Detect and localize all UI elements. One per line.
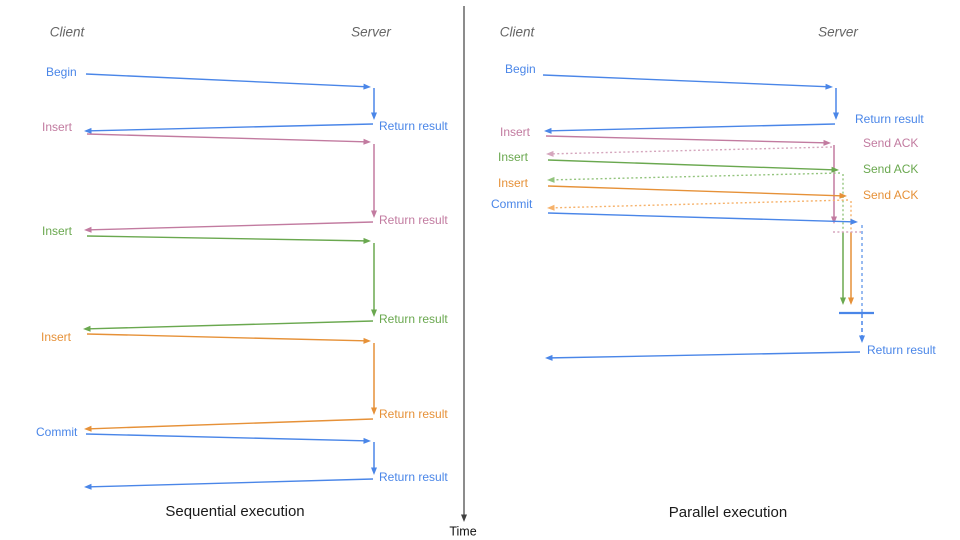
sequential-diagram--insert-3-exec-arrow [371,343,377,415]
parallel-diagram--insert-1-request-arrow [545,135,831,146]
parallel-diagram--server-header: Server [818,25,858,40]
parallel-diagram--return-result-2-label: Return result [867,343,936,357]
sequential-diagram--begin-reply-arrow [84,123,374,134]
sequential-diagram--begin-request-arrow [85,73,371,90]
parallel-diagram--commit-label: Commit [491,197,533,211]
sequential-diagram--insert-2-request-arrow [86,235,371,244]
parallel-diagram--insert-2-exec-arrow [840,232,846,305]
parallel-diagram--send-ack-1-label: Send ACK [863,136,918,150]
sequential-diagram--insert-3-label: Insert [41,330,72,344]
sequential-diagram--commit-label: Commit [36,425,78,439]
sequential-diagram--return-result-4-label: Return result [379,407,448,421]
sequential-diagram--commit-reply-arrow [84,478,374,490]
parallel-diagram--insert-1-label: Insert [500,125,531,139]
parallel-diagram--insert-2-label: Insert [498,150,529,164]
sequential-diagram--insert-1-label: Insert [42,120,73,134]
sequential-diagram--return-result-2-label: Return result [379,213,448,227]
parallel-diagram--insert-2-request-arrow [547,159,839,173]
time-axis-arrow [461,6,467,522]
sequential-diagram--client-header: Client [50,25,86,40]
sequential-diagram--insert-2-label: Insert [42,224,73,238]
parallel-diagram--insert-3-label: Insert [498,176,529,190]
parallel-diagram--commit-reply-arrow [545,351,861,361]
sequential-diagram--insert-3-reply-arrow [84,418,374,432]
sequential-diagram--begin-label: Begin [46,65,77,79]
parallel-diagram--insert-2-ack-arrow [547,172,841,183]
sequential-diagram--return-result-5-label: Return result [379,470,448,484]
parallel-diagram--insert-3-exec-arrow [848,232,854,305]
sequential-diagram--commit-request-arrow [85,433,371,444]
parallel-diagram--return-result-1-label: Return result [855,112,924,126]
parallel-diagram--commit-request-arrow [547,212,858,225]
parallel-diagram--insert-3-request-arrow [547,185,847,199]
parallel-diagram--commit-exec-arrow [859,314,865,343]
sequential-diagram--return-result-3-label: Return result [379,312,448,326]
parallel-diagram--insert-1-ack-arrow [546,146,833,157]
sequential-diagram--insert-2-reply-arrow [83,320,374,332]
parallel-diagram--insert-3-ack-arrow [547,199,849,211]
sequential-diagram--insert-1-request-arrow [86,133,371,145]
sequential-diagram--insert-3-request-arrow [86,333,371,344]
parallel-diagram--insert-1-exec-arrow [831,145,837,224]
sequential-diagram--insert-1-exec-arrow [371,144,377,218]
parallel-diagram--client-header: Client [500,25,536,40]
parallel-diagram--send-ack-2-label: Send ACK [863,162,918,176]
sequential-diagram--begin-exec-arrow [371,88,377,120]
parallel-diagram--parallel-title: Parallel execution [669,504,787,521]
sequential-diagram--insert-1-reply-arrow [84,221,374,233]
sequential-diagram--server-header: Server [351,25,391,40]
parallel-diagram--begin-request-arrow [542,74,833,90]
sequential-diagram--sequential-title: Sequential execution [165,503,304,520]
sequential-diagram--return-result-1-label: Return result [379,119,448,133]
time-axis-label: Time [449,524,476,538]
sequential-diagram--commit-exec-arrow [371,442,377,475]
parallel-diagram--send-ack-3-label: Send ACK [863,188,918,202]
parallel-diagram--begin-reply-arrow [544,123,836,134]
parallel-diagram--begin-label: Begin [505,62,536,76]
parallel-diagram--begin-exec-arrow [833,88,839,120]
sequential-diagram--insert-2-exec-arrow [371,243,377,317]
